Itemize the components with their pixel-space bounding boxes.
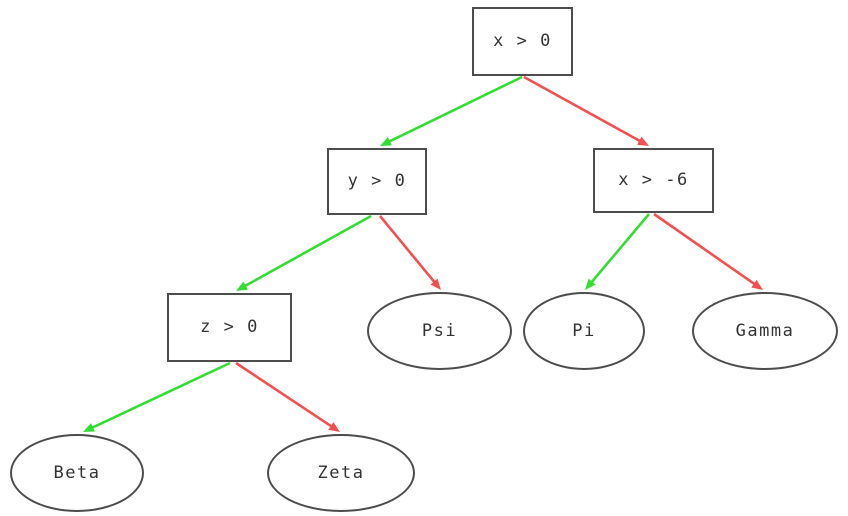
node-label: Zeta xyxy=(317,462,365,483)
edge-false xyxy=(653,212,763,290)
arrowhead-icon xyxy=(83,423,95,432)
node-zeta[interactable]: Zeta xyxy=(267,434,415,512)
edge-true xyxy=(585,213,650,290)
node-label: x > 0 xyxy=(493,31,552,51)
arrowhead-icon xyxy=(430,278,441,290)
arrowhead-icon xyxy=(637,136,649,146)
edge-line xyxy=(90,361,231,430)
node-pi[interactable]: Pi xyxy=(523,292,645,370)
node-label: x > -6 xyxy=(618,170,689,190)
arrowhead-icon xyxy=(236,281,248,291)
node-label: y > 0 xyxy=(347,171,407,191)
edge-true xyxy=(236,214,372,291)
node-label: Psi xyxy=(421,320,458,341)
node-beta[interactable]: Beta xyxy=(10,434,144,512)
edge-line xyxy=(589,213,650,284)
edge-line xyxy=(235,361,334,429)
edge-true xyxy=(83,361,231,432)
node-psi[interactable]: Psi xyxy=(367,292,512,370)
node-label: Beta xyxy=(53,462,101,483)
edge-false xyxy=(523,75,649,146)
arrowhead-icon xyxy=(328,422,340,432)
node-zgt0[interactable]: z > 0 xyxy=(167,293,292,362)
edge-line xyxy=(653,212,757,286)
edge-false xyxy=(378,215,441,290)
node-label: Gamma xyxy=(735,320,795,341)
edge-false xyxy=(235,361,340,432)
edge-line xyxy=(378,215,437,284)
arrowhead-icon xyxy=(585,278,596,290)
node-xgtm6[interactable]: x > -6 xyxy=(593,148,714,213)
node-gamma[interactable]: Gamma xyxy=(692,292,838,370)
node-label: z > 0 xyxy=(200,317,259,337)
edge-line xyxy=(387,75,523,144)
edge-true xyxy=(380,75,523,146)
node-ygt0[interactable]: y > 0 xyxy=(327,148,427,215)
edge-line xyxy=(523,75,642,143)
node-label: Pi xyxy=(572,320,596,341)
arrowhead-icon xyxy=(380,137,392,146)
edge-line xyxy=(243,214,372,288)
arrowhead-icon xyxy=(751,279,763,290)
node-root[interactable]: x > 0 xyxy=(472,7,573,76)
